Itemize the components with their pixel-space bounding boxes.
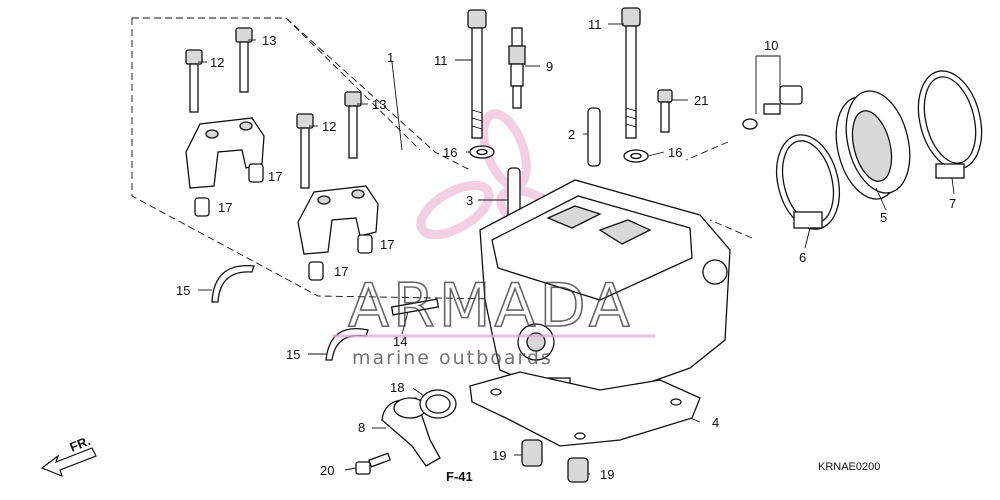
callout-11b: 11 [588,17,602,32]
temperature-sensor [742,85,803,130]
callout-6: 6 [799,250,806,265]
watermark-tagline: marine outboards [352,347,553,369]
stud-bolt [390,298,440,316]
o-ring [419,389,457,419]
callout-1: 1 [387,50,394,65]
bolt-12-lower [296,113,314,189]
callout-13a: 13 [262,33,276,48]
callout-16b: 16 [668,145,682,160]
svg-text:F-41: F-41 [446,469,473,484]
callout-12b: 12 [322,119,336,134]
callout-17a: 17 [268,169,282,184]
callout-4: 4 [712,415,719,430]
callout-19a: 19 [492,448,506,463]
callout-12a: 12 [210,55,224,70]
callout-10: 10 [764,38,778,53]
front-direction-arrow: FR. [40,433,97,478]
flange-bolt-20 [355,452,391,475]
intake-band-7 [917,70,983,179]
head-gasket [469,371,701,447]
watermark-brand: ARMADA [348,271,634,341]
callout-7: 7 [949,196,956,211]
callout-8: 8 [358,420,365,435]
bolt-13-lower [344,91,362,159]
callout-16a: 16 [443,145,457,160]
callout-15a: 15 [176,283,190,298]
callout-2: 2 [568,127,575,142]
bolt-13-upper [235,27,253,93]
washers [469,145,649,163]
insulator-5 [835,90,911,200]
callout-21: 21 [694,93,708,108]
callout-3: 3 [466,193,473,208]
callout-5: 5 [880,210,887,225]
semicircle-plugs [211,265,369,361]
callout-20: 20 [320,463,334,478]
callout-14: 14 [393,334,407,349]
callout-17b: 17 [218,200,232,215]
leader-lines [198,23,955,475]
callout-13b: 13 [372,97,386,112]
dowel-pins [194,163,373,281]
reference-f41: F-41 [446,469,473,484]
bolt-21 [657,89,673,133]
bolt-11-left [467,9,487,139]
callout-labels: 1 2 3 4 5 6 7 8 9 10 11 11 12 12 13 13 1… [176,17,956,482]
camshaft-holder-upper [185,117,265,189]
callout-15b: 15 [286,347,300,362]
intake-clamp-6 [776,134,840,230]
collars-19 [521,439,589,483]
callout-17d: 17 [334,264,348,279]
callout-18: 18 [390,380,404,395]
callout-11a: 11 [434,53,448,68]
callout-17c: 17 [380,237,394,252]
brand-watermark: ARMADA marine outboards [332,270,655,369]
cylinder-head [479,179,731,405]
spark-plug [508,27,526,109]
diagram-code: KRNAE0200 [818,461,880,473]
bolt-11-right [621,7,641,139]
bolt-12-upper [185,49,203,113]
valve-guide-2 [587,107,601,167]
callout-9: 9 [546,59,553,74]
assembly-outline [131,17,753,301]
callout-19b: 19 [600,467,614,482]
svg-text:FR.: FR. [68,433,93,455]
